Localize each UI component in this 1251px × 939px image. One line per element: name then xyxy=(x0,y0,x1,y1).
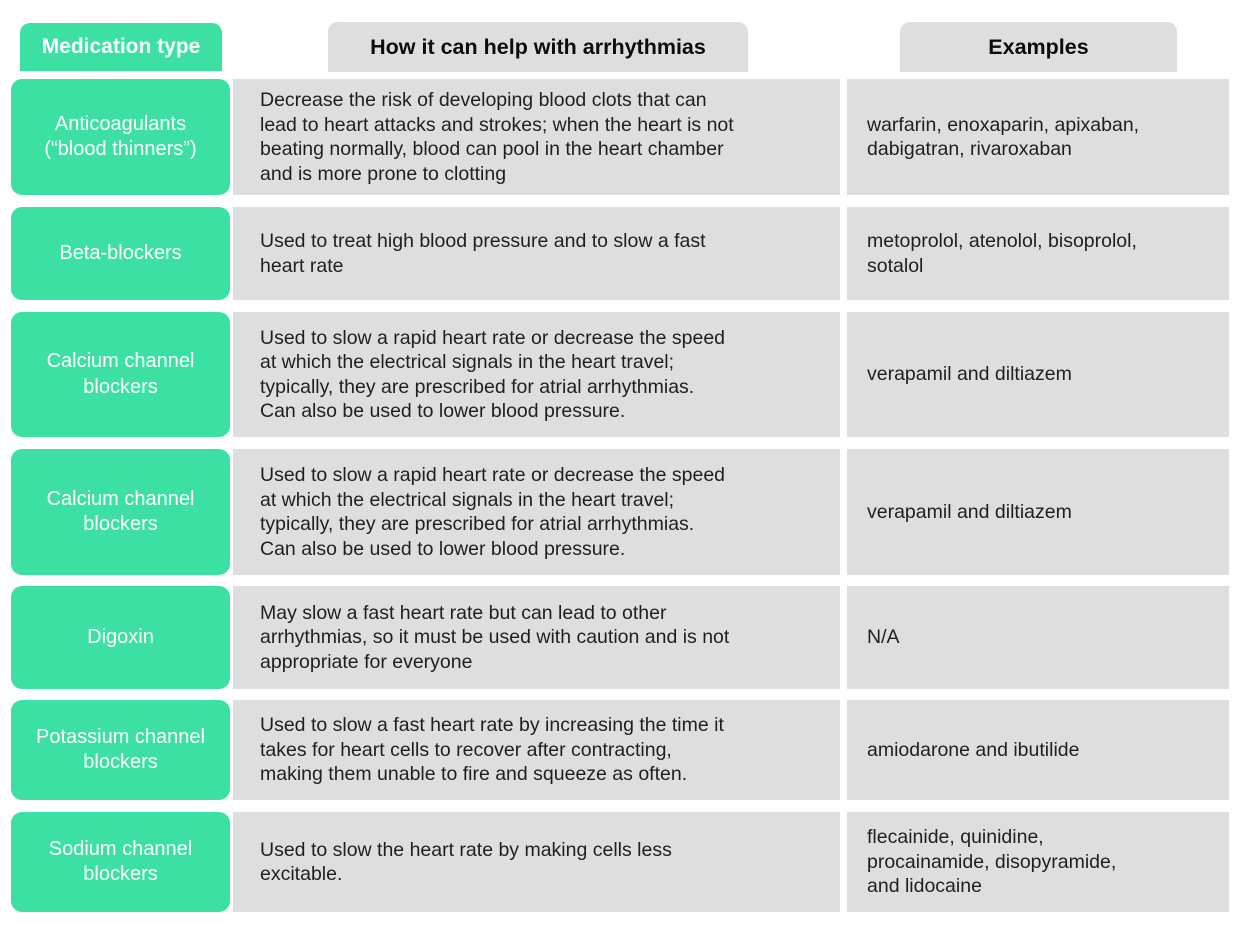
examples-text: amiodarone and ibutilide xyxy=(867,738,1080,761)
medication-type-label: Digoxin xyxy=(87,625,154,648)
examples-cell: metoprolol, atenolol, bisoprolol, sotalo… xyxy=(847,207,1229,300)
column-header-how-it-helps: How it can help with arrhythmias xyxy=(328,22,748,72)
examples-text: warfarin, enoxaparin, apixaban, dabigatr… xyxy=(867,113,1140,161)
examples-text: N/A xyxy=(867,626,900,649)
medication-type-cell: Potassium channel blockers xyxy=(11,700,230,800)
description-cell: Used to slow the heart rate by making ce… xyxy=(233,812,840,912)
table-row: Calcium channel blockers Used to slow a … xyxy=(0,449,1251,575)
description-cell: Used to treat high blood pressure and to… xyxy=(233,207,840,300)
description-text: Used to slow a rapid heart rate or decre… xyxy=(260,464,726,560)
medication-type-label: Potassium channel blockers xyxy=(36,725,205,774)
medication-type-cell: Calcium channel blockers xyxy=(11,449,230,575)
table-row: Digoxin May slow a fast heart rate but c… xyxy=(0,586,1251,689)
examples-cell: flecainide, quinidine, procainamide, dis… xyxy=(847,812,1229,912)
medication-type-label: Sodium channel blockers xyxy=(48,837,193,886)
examples-cell: amiodarone and ibutilide xyxy=(847,700,1229,800)
table-row: Sodium channel blockers Used to slow the… xyxy=(0,812,1251,912)
medication-type-label: Anticoagulants (“blood thinners”) xyxy=(44,112,197,161)
column-header-medication-type: Medication type xyxy=(20,23,222,71)
description-text: Used to slow a rapid heart rate or decre… xyxy=(260,326,726,423)
description-text: Used to treat high blood pressure and to… xyxy=(260,230,706,277)
examples-cell: N/A xyxy=(847,586,1229,689)
description-cell: Used to slow a fast heart rate by increa… xyxy=(233,700,840,800)
description-cell: Decrease the risk of developing blood cl… xyxy=(233,79,840,195)
table-row: Calcium channel blockers Used to slow a … xyxy=(0,312,1251,437)
table-row: Anticoagulants (“blood thinners”) Decrea… xyxy=(0,79,1251,195)
column-header-examples: Examples xyxy=(900,22,1177,72)
medication-type-label: Beta-blockers xyxy=(59,241,182,264)
table-row: Potassium channel blockers Used to slow … xyxy=(0,700,1251,800)
examples-text: verapamil and diltiazem xyxy=(867,500,1072,523)
examples-text: flecainide, quinidine, procainamide, dis… xyxy=(867,826,1117,898)
medication-type-cell: Beta-blockers xyxy=(11,207,230,300)
medication-type-label: Calcium channel blockers xyxy=(46,487,195,536)
description-cell: May slow a fast heart rate but can lead … xyxy=(233,586,840,689)
examples-text: verapamil and diltiazem xyxy=(867,363,1072,386)
examples-text: metoprolol, atenolol, bisoprolol, sotalo… xyxy=(867,230,1137,277)
medication-type-cell: Sodium channel blockers xyxy=(11,812,230,912)
examples-cell: verapamil and diltiazem xyxy=(847,449,1229,575)
description-text: Used to slow a fast heart rate by increa… xyxy=(260,714,724,786)
description-text: May slow a fast heart rate but can lead … xyxy=(260,601,730,673)
medication-type-cell: Anticoagulants (“blood thinners”) xyxy=(11,79,230,195)
description-cell: Used to slow a rapid heart rate or decre… xyxy=(233,312,840,437)
description-text: Used to slow the heart rate by making ce… xyxy=(260,838,672,886)
medication-type-label: Calcium channel blockers xyxy=(46,350,195,398)
medication-type-cell: Digoxin xyxy=(11,586,230,689)
examples-cell: warfarin, enoxaparin, apixaban, dabigatr… xyxy=(847,79,1229,195)
description-text: Decrease the risk of developing blood cl… xyxy=(260,89,734,185)
table-row: Beta-blockers Used to treat high blood p… xyxy=(0,207,1251,300)
description-cell: Used to slow a rapid heart rate or decre… xyxy=(233,449,840,575)
examples-cell: verapamil and diltiazem xyxy=(847,312,1229,437)
medication-type-cell: Calcium channel blockers xyxy=(11,312,230,437)
